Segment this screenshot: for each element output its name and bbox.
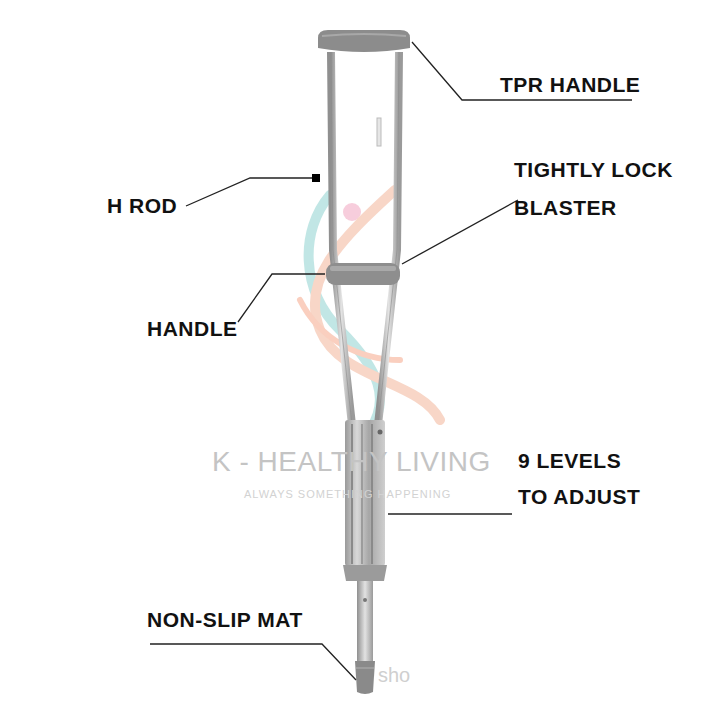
part-label: HANDLE xyxy=(147,317,238,341)
part-label: TPR HANDLE xyxy=(500,73,640,97)
lower-leg xyxy=(357,581,373,663)
rod-marker xyxy=(312,174,320,182)
part-label: NON-SLIP MAT xyxy=(147,608,303,632)
left-rod xyxy=(331,52,352,425)
part-label: 9 LEVELS TO ADJUST xyxy=(518,443,650,515)
collar xyxy=(343,565,387,581)
watermark: ALWAYS SOMETHING HAPPENING xyxy=(244,488,451,500)
hand-grip xyxy=(326,263,400,285)
logo-swirl xyxy=(300,190,440,430)
watermark: sho xyxy=(378,664,410,687)
part-label: TIGHTLY LOCK BLASTER xyxy=(514,151,694,227)
tpr-pad xyxy=(318,30,410,52)
watermark: K - HEALTHY LIVING xyxy=(212,446,491,478)
label-sticker xyxy=(377,118,381,146)
non-slip-tip xyxy=(355,661,375,694)
part-label: H ROD xyxy=(107,194,177,218)
leader-lines xyxy=(150,42,632,680)
right-rod xyxy=(378,52,399,425)
